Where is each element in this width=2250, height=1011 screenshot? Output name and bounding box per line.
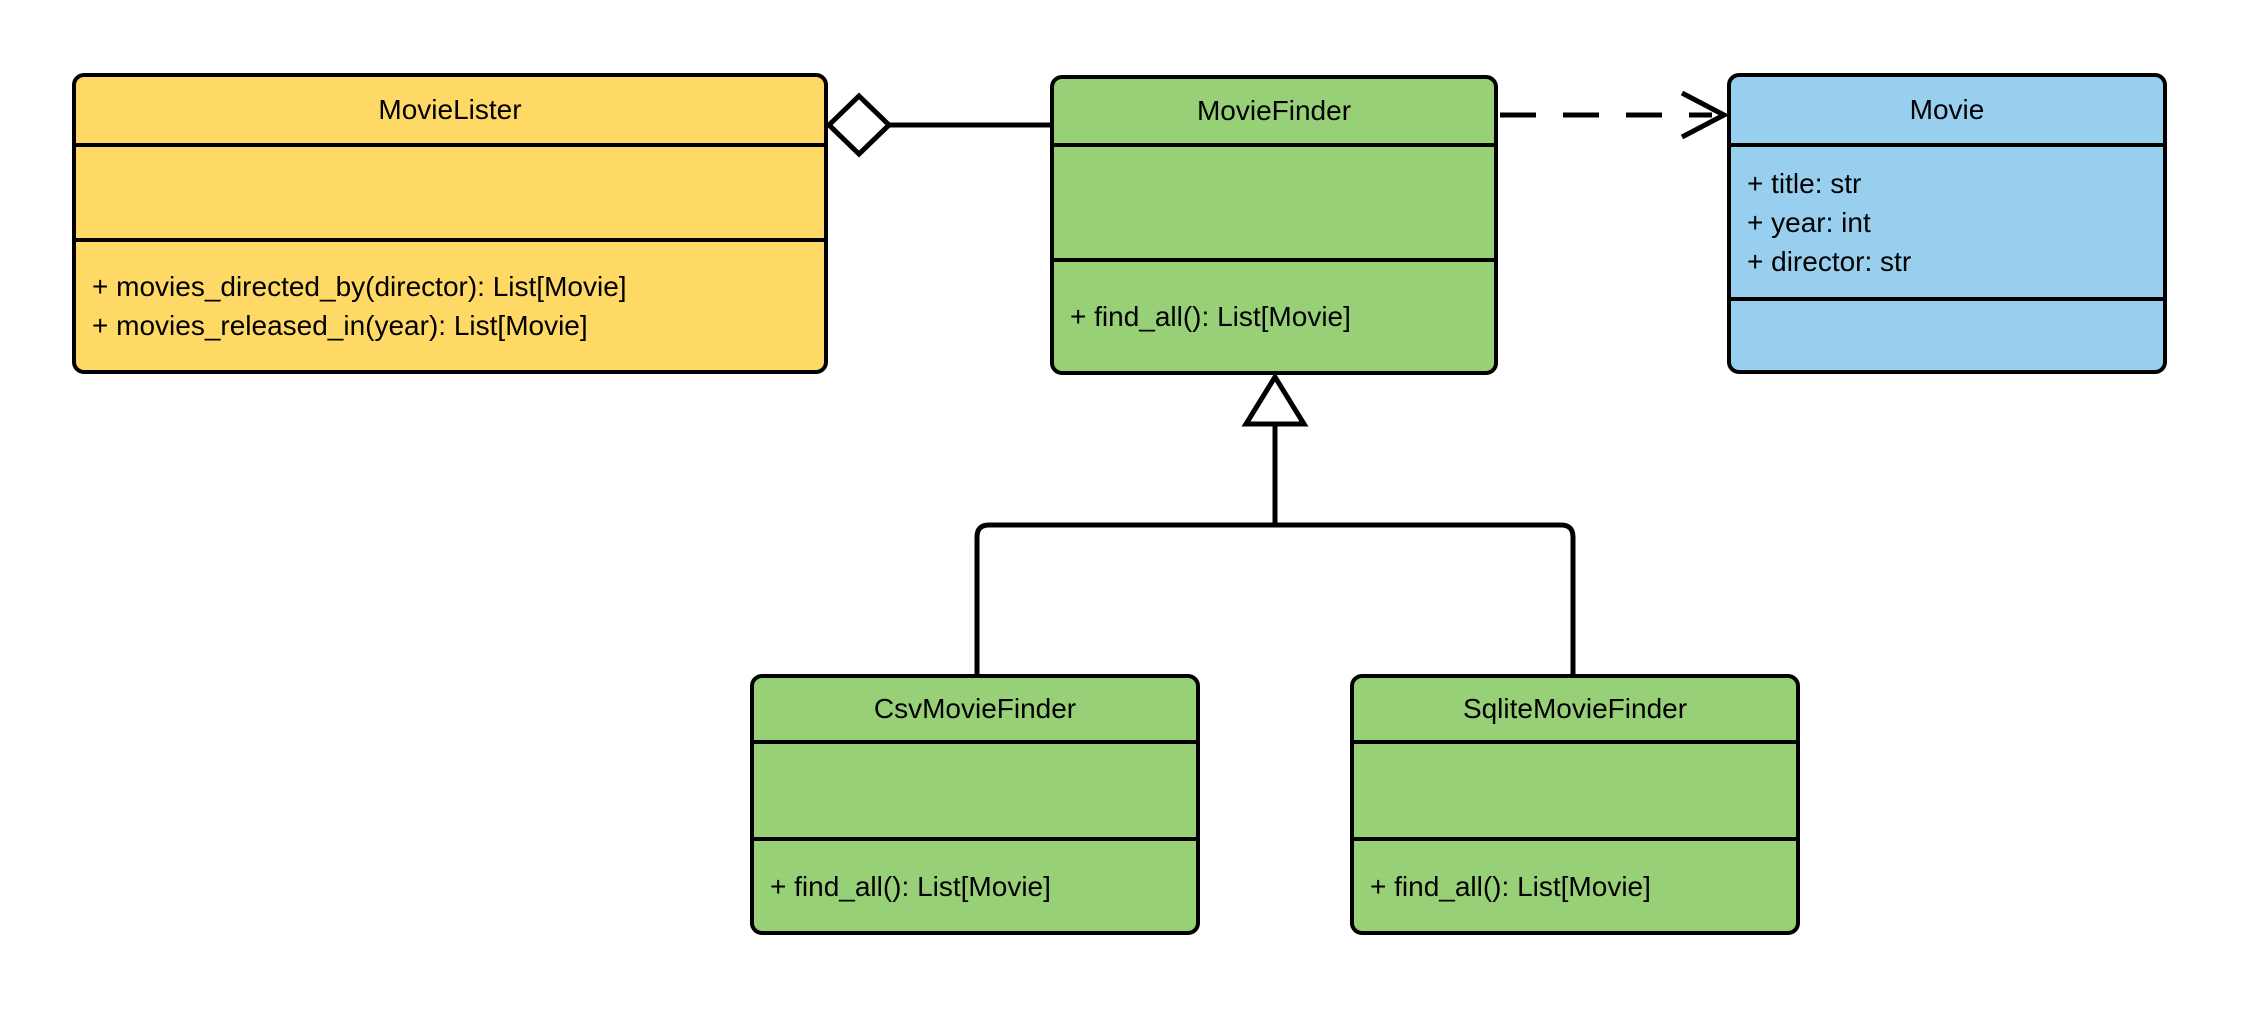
- class-title: CsvMovieFinder: [754, 678, 1196, 744]
- class-name: Movie: [1909, 94, 1985, 125]
- method-line: + movies_directed_by(director): List[Mov…: [92, 271, 627, 302]
- class-title: MovieLister: [76, 77, 824, 147]
- class-box-csvmoviefinder: CsvMovieFinder + find_all(): List[Movie]: [750, 674, 1200, 935]
- class-title: SqliteMovieFinder: [1354, 678, 1796, 744]
- class-name: SqliteMovieFinder: [1462, 693, 1688, 724]
- attributes-compartment: [76, 147, 824, 242]
- attributes-compartment: + title: str + year: int + director: str: [1731, 147, 2163, 301]
- attributes-compartment: [1054, 147, 1494, 262]
- attribute-line: + director: str: [1747, 245, 1912, 277]
- attributes-compartment: [754, 744, 1196, 841]
- class-title: Movie: [1731, 77, 2163, 147]
- class-box-sqlitemoviefinder: SqliteMovieFinder + find_all(): List[Mov…: [1350, 674, 1800, 935]
- method-line: + find_all(): List[Movie]: [1370, 870, 1651, 902]
- attributes-compartment: [1354, 744, 1796, 841]
- class-name: MovieFinder: [1196, 95, 1352, 126]
- methods-compartment: + movies_directed_by(director): List[Mov…: [76, 242, 824, 370]
- methods-compartment: + find_all(): List[Movie]: [1354, 841, 1796, 931]
- attribute-line: + title: str: [1747, 167, 1862, 199]
- methods-compartment: + find_all(): List[Movie]: [754, 841, 1196, 931]
- attribute-line: + year: int: [1747, 206, 1871, 238]
- edge-aggregation-movielister-moviefinder: [825, 92, 1050, 158]
- class-box-movie: Movie + title: str + year: int + directo…: [1727, 73, 2167, 374]
- methods-compartment: [1731, 301, 2163, 370]
- method-line: + find_all(): List[Movie]: [1070, 301, 1351, 332]
- edge-dependency-moviefinder-movie: [1500, 90, 1730, 140]
- class-name: CsvMovieFinder: [873, 693, 1077, 724]
- aggregation-diamond-icon: [825, 92, 893, 158]
- class-name: MovieLister: [378, 94, 522, 125]
- inheritance-triangle-icon: [1241, 372, 1309, 427]
- methods-compartment: + find_all(): List[Movie]: [1054, 262, 1494, 371]
- open-arrowhead-icon: [1680, 90, 1730, 140]
- class-title: MovieFinder: [1054, 79, 1494, 147]
- edge-inheritance-to-moviefinder: [974, 372, 1576, 674]
- class-box-movielister: MovieLister + movies_directed_by(directo…: [72, 73, 828, 374]
- method-line: + find_all(): List[Movie]: [770, 870, 1051, 902]
- class-box-moviefinder: MovieFinder + find_all(): List[Movie]: [1050, 75, 1498, 375]
- method-line: + movies_released_in(year): List[Movie]: [92, 310, 588, 341]
